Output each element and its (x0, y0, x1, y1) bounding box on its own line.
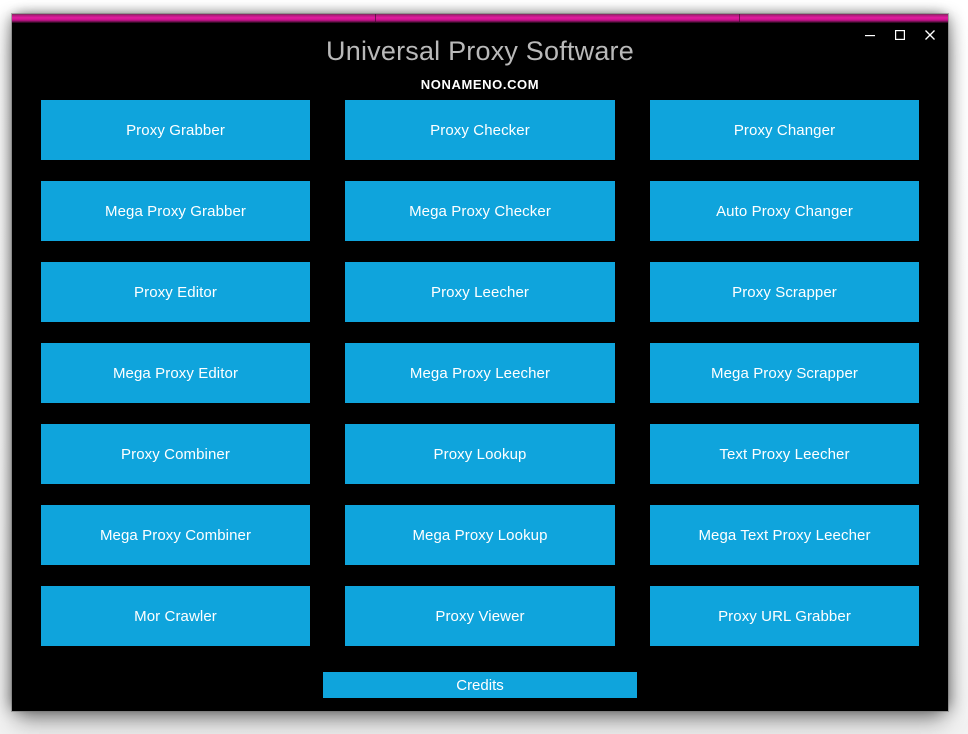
tool-button-mega-text-proxy-leecher[interactable]: Mega Text Proxy Leecher (650, 505, 919, 565)
watermark-label: NONAMENO.COM (420, 77, 540, 92)
tool-button-mega-proxy-combiner[interactable]: Mega Proxy Combiner (41, 505, 310, 565)
tool-button-proxy-editor[interactable]: Proxy Editor (41, 262, 310, 322)
tool-button-mor-crawler[interactable]: Mor Crawler (41, 586, 310, 646)
tool-button-proxy-url-grabber[interactable]: Proxy URL Grabber (650, 586, 919, 646)
tool-button-proxy-viewer[interactable]: Proxy Viewer (345, 586, 615, 646)
tool-button-mega-proxy-lookup[interactable]: Mega Proxy Lookup (345, 505, 615, 565)
credits-button[interactable]: Credits (323, 672, 637, 698)
tool-button-mega-proxy-leecher[interactable]: Mega Proxy Leecher (345, 343, 615, 403)
tool-button-proxy-leecher[interactable]: Proxy Leecher (345, 262, 615, 322)
tool-button-auto-proxy-changer[interactable]: Auto Proxy Changer (650, 181, 919, 241)
tool-button-proxy-changer[interactable]: Proxy Changer (650, 100, 919, 160)
tool-button-proxy-combiner[interactable]: Proxy Combiner (41, 424, 310, 484)
close-button[interactable] (922, 27, 938, 43)
tool-button-text-proxy-leecher[interactable]: Text Proxy Leecher (650, 424, 919, 484)
close-icon (925, 30, 935, 40)
window-accent-bar (12, 14, 948, 23)
accent-bar-tick-right (739, 14, 740, 23)
tool-button-mega-proxy-grabber[interactable]: Mega Proxy Grabber (41, 181, 310, 241)
page-title: Universal Proxy Software (326, 36, 634, 66)
maximize-icon (895, 30, 906, 41)
accent-bar-tick-left (375, 14, 376, 23)
header: Universal Proxy Software (12, 38, 948, 65)
tool-button-proxy-lookup[interactable]: Proxy Lookup (345, 424, 615, 484)
tool-button-proxy-grabber[interactable]: Proxy Grabber (41, 100, 310, 160)
tool-button-mega-proxy-editor[interactable]: Mega Proxy Editor (41, 343, 310, 403)
tool-button-proxy-scrapper[interactable]: Proxy Scrapper (650, 262, 919, 322)
maximize-button[interactable] (892, 27, 908, 43)
tool-button-mega-proxy-checker[interactable]: Mega Proxy Checker (345, 181, 615, 241)
tool-button-mega-proxy-scrapper[interactable]: Mega Proxy Scrapper (650, 343, 919, 403)
minimize-icon (865, 35, 875, 37)
tool-button-proxy-checker[interactable]: Proxy Checker (345, 100, 615, 160)
application-window: Universal Proxy Software NONAMENO.COM Pr… (12, 14, 948, 711)
window-controls (862, 27, 938, 43)
minimize-button[interactable] (862, 27, 878, 43)
credits-row: Credits (12, 672, 948, 698)
